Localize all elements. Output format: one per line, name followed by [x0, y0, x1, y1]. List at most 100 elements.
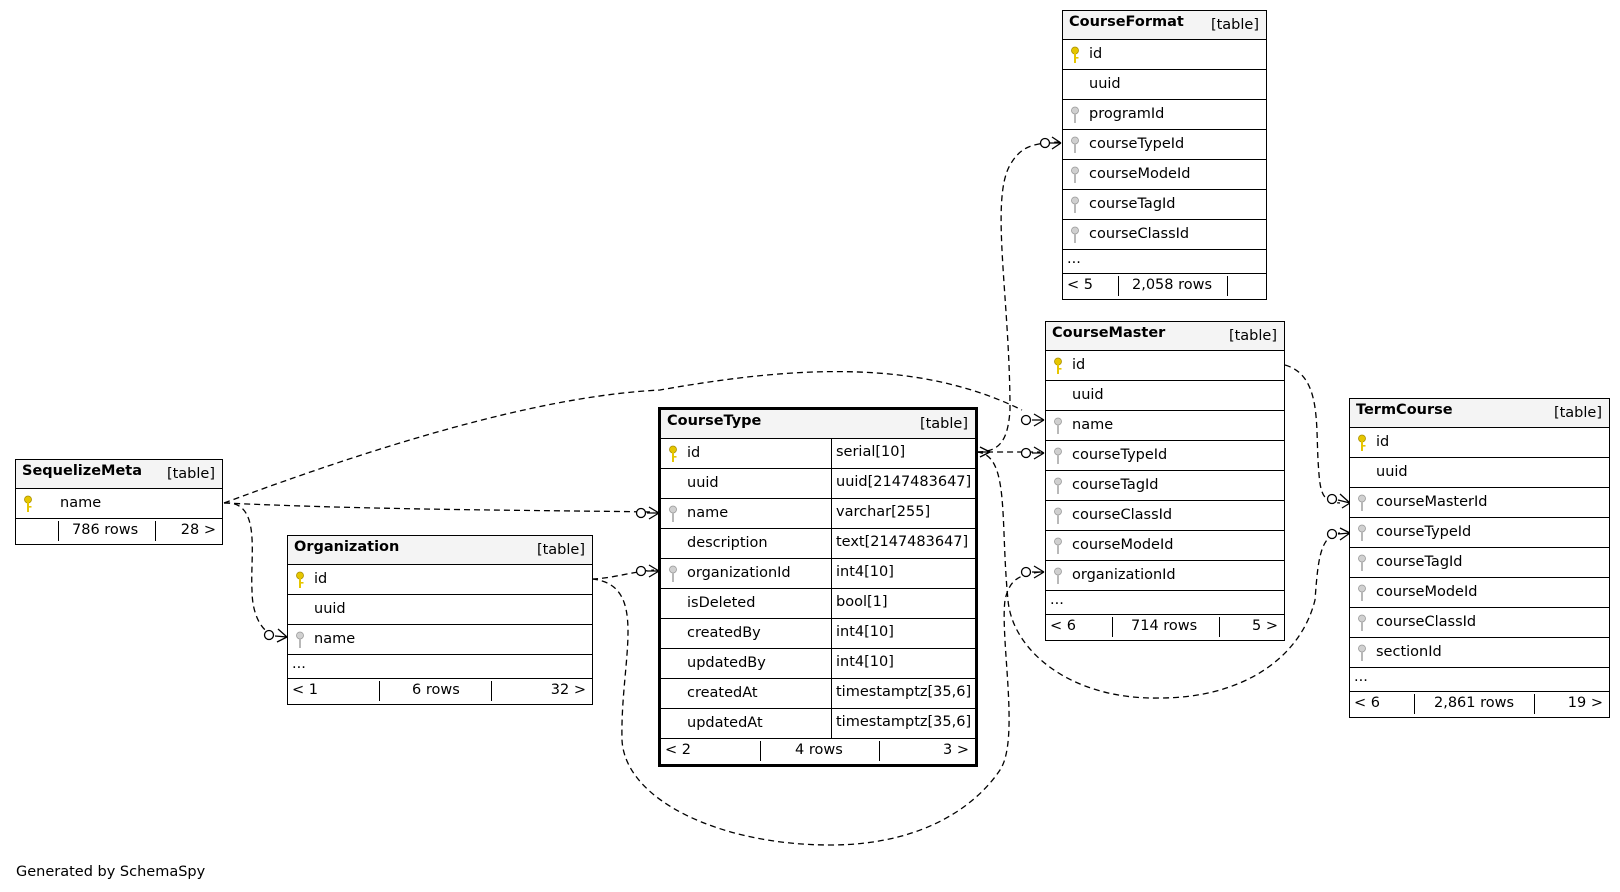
row-count: 714 rows: [1131, 618, 1198, 634]
generator-credit: Generated by SchemaSpy: [16, 864, 206, 880]
column-row[interactable]: name: [1046, 411, 1284, 441]
column-name: courseClassId: [1072, 507, 1173, 523]
column-row[interactable]: createdAt timestamptz[35,6]: [661, 679, 975, 709]
column-row[interactable]: organizationId: [1046, 561, 1284, 591]
column-row[interactable]: uuid: [1350, 458, 1609, 488]
column-row[interactable]: courseModeId: [1350, 578, 1609, 608]
parents-link[interactable]: < 5: [1067, 277, 1093, 293]
edge-coursetype-termcourse-typeid: [976, 451, 1341, 699]
foreign-key-icon: [1358, 584, 1366, 601]
edge-sequelizemeta-coursetype-name: [223, 502, 655, 513]
column-row[interactable]: uuid uuid[2147483647]: [661, 469, 975, 499]
table-coursemaster[interactable]: CourseMaster [table] id uuid name course…: [1045, 321, 1285, 641]
column-name: uuid: [687, 475, 719, 491]
column-row[interactable]: courseModeId: [1046, 531, 1284, 561]
column-name: programId: [1089, 106, 1165, 122]
column-name: updatedAt: [687, 715, 763, 731]
primary-key-icon: [669, 445, 677, 462]
column-name: name: [60, 495, 102, 511]
table-name: SequelizeMeta: [22, 463, 143, 479]
table-courseformat[interactable]: CourseFormat [table] id uuid programId c…: [1062, 10, 1267, 300]
more-columns-ellipsis: ...: [1067, 251, 1081, 267]
column-row[interactable]: programId: [1063, 100, 1266, 130]
column-row[interactable]: id serial[10]: [661, 439, 975, 469]
children-link[interactable]: 19 >: [1567, 695, 1603, 711]
column-row[interactable]: updatedBy int4[10]: [661, 649, 975, 679]
foreign-key-icon: [1071, 166, 1079, 183]
column-row[interactable]: description text[2147483647]: [661, 529, 975, 559]
edge-end-circle: [1326, 493, 1338, 505]
table-footer: 786 rows 28 >: [16, 519, 222, 544]
column-row[interactable]: uuid: [1063, 70, 1266, 100]
table-organization[interactable]: Organization [table] id uuid name ... < …: [287, 535, 593, 705]
edge-end-circle: [635, 565, 647, 577]
foreign-key-icon: [296, 631, 304, 648]
foreign-key-icon: [1054, 507, 1062, 524]
column-row[interactable]: sectionId: [1350, 638, 1609, 668]
column-name: organizationId: [687, 565, 791, 581]
column-row[interactable]: courseTypeId: [1350, 518, 1609, 548]
table-header: CourseFormat [table]: [1063, 11, 1266, 40]
table-footer: < 1 6 rows 32 >: [288, 679, 592, 704]
column-row[interactable]: courseTypeId: [1063, 130, 1266, 160]
foreign-key-icon: [1358, 494, 1366, 511]
table-sequelizemeta[interactable]: SequelizeMeta [table] name 786 rows 28 >: [15, 459, 223, 545]
column-row[interactable]: id: [1350, 428, 1609, 458]
more-columns-row[interactable]: ...: [1063, 250, 1266, 274]
parents-link[interactable]: < 1: [292, 682, 318, 698]
more-columns-row[interactable]: ...: [288, 655, 592, 679]
foreign-key-icon: [1054, 477, 1062, 494]
column-row[interactable]: name: [288, 625, 592, 655]
column-row[interactable]: updatedAt timestamptz[35,6]: [661, 709, 975, 739]
footer-divider: [760, 741, 761, 761]
column-name: organizationId: [1072, 567, 1176, 583]
column-name: name: [1072, 417, 1114, 433]
table-name: CourseType: [667, 413, 762, 429]
table-coursetype[interactable]: CourseType [table] id serial[10] uuid uu…: [658, 407, 978, 767]
column-row[interactable]: id: [1046, 351, 1284, 381]
more-columns-row[interactable]: ...: [1046, 591, 1284, 615]
children-link[interactable]: 28 >: [180, 522, 216, 538]
footer-divider: [155, 521, 156, 541]
column-name: courseTypeId: [1072, 447, 1168, 463]
column-row[interactable]: courseClassId: [1063, 220, 1266, 250]
column-row[interactable]: courseTypeId: [1046, 441, 1284, 471]
column-row[interactable]: id: [288, 565, 592, 595]
column-row[interactable]: courseClassId: [1046, 501, 1284, 531]
column-row[interactable]: courseMasterId: [1350, 488, 1609, 518]
column-row[interactable]: courseTagId: [1350, 548, 1609, 578]
edge-sequelizemeta-coursemaster-name: [223, 370, 1023, 504]
column-row[interactable]: courseClassId: [1350, 608, 1609, 638]
column-row[interactable]: organizationId int4[10]: [661, 559, 975, 589]
column-row[interactable]: name varchar[255]: [661, 499, 975, 529]
more-columns-ellipsis: ...: [1050, 592, 1064, 608]
column-row[interactable]: uuid: [288, 595, 592, 625]
column-name: courseModeId: [1072, 537, 1174, 553]
footer-divider: [1534, 694, 1535, 714]
footer-divider: [1219, 617, 1220, 637]
parents-link[interactable]: < 2: [665, 742, 691, 758]
children-link[interactable]: 32 >: [550, 682, 586, 698]
column-row[interactable]: uuid: [1046, 381, 1284, 411]
children-link[interactable]: 3 >: [943, 742, 969, 758]
column-type: varchar[255]: [831, 499, 930, 528]
foreign-key-icon: [1054, 567, 1062, 584]
column-row[interactable]: courseModeId: [1063, 160, 1266, 190]
table-footer: < 2 4 rows 3 >: [661, 739, 975, 764]
table-termcourse[interactable]: TermCourse [table] id uuid courseMasterI…: [1349, 398, 1610, 718]
column-row[interactable]: isDeleted bool[1]: [661, 589, 975, 619]
edge-end-circle: [635, 507, 647, 519]
column-row[interactable]: courseTagId: [1063, 190, 1266, 220]
column-name: name: [687, 505, 729, 521]
column-row[interactable]: createdBy int4[10]: [661, 619, 975, 649]
children-link[interactable]: 5 >: [1252, 618, 1278, 634]
column-row[interactable]: courseTagId: [1046, 471, 1284, 501]
column-row[interactable]: name: [16, 489, 222, 519]
column-type: int4[10]: [831, 649, 894, 678]
foreign-key-icon: [1054, 537, 1062, 554]
column-row[interactable]: id: [1063, 40, 1266, 70]
parents-link[interactable]: < 6: [1050, 618, 1076, 634]
parents-link[interactable]: < 6: [1354, 695, 1380, 711]
more-columns-row[interactable]: ...: [1350, 668, 1609, 692]
primary-key-icon: [1358, 434, 1366, 451]
